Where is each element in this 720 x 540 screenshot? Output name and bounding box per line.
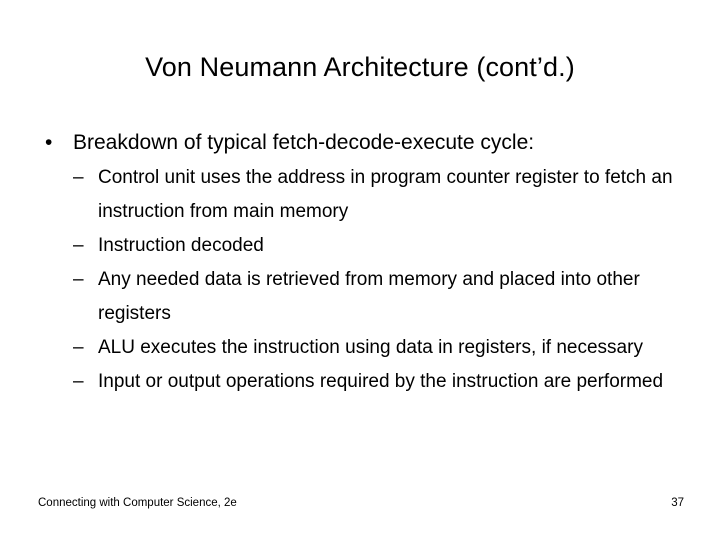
bullet-level2: – Instruction decoded	[73, 229, 688, 263]
slide-number: 37	[671, 497, 684, 509]
bullet-dash-icon: –	[73, 167, 84, 188]
slide-footer: Connecting with Computer Science, 2e 37	[38, 494, 684, 512]
bullet-level2: – Input or output operations required by…	[73, 365, 688, 399]
bullet-level1: • Breakdown of typical fetch-decode-exec…	[38, 128, 688, 158]
bullet-sublist: – Control unit uses the address in progr…	[38, 161, 688, 399]
title-placeholder: Von Neumann Architecture (cont’d.)	[36, 50, 684, 84]
bullet-dash-icon: –	[73, 235, 84, 256]
bullet-dash-icon: –	[73, 337, 84, 358]
bullet-level2-text: Any needed data is retrieved from memory…	[98, 269, 640, 324]
bullet-dot-icon: •	[45, 131, 53, 154]
content-placeholder: • Breakdown of typical fetch-decode-exec…	[38, 128, 688, 399]
bullet-dash-icon: –	[73, 371, 84, 392]
bullet-level2-text: ALU executes the instruction using data …	[98, 337, 643, 358]
bullet-level2: – Control unit uses the address in progr…	[73, 161, 688, 229]
bullet-level2-text: Control unit uses the address in program…	[98, 167, 673, 222]
footer-source-text: Connecting with Computer Science, 2e	[38, 497, 237, 509]
bullet-level1-text: Breakdown of typical fetch-decode-execut…	[73, 131, 535, 154]
bullet-level2-text: Instruction decoded	[98, 235, 264, 256]
bullet-dash-icon: –	[73, 269, 84, 290]
bullet-level2: – ALU executes the instruction using dat…	[73, 331, 688, 365]
bullet-level2: – Any needed data is retrieved from memo…	[73, 263, 688, 331]
bullet-level2-text: Input or output operations required by t…	[98, 371, 664, 392]
page-title: Von Neumann Architecture (cont’d.)	[145, 52, 575, 82]
